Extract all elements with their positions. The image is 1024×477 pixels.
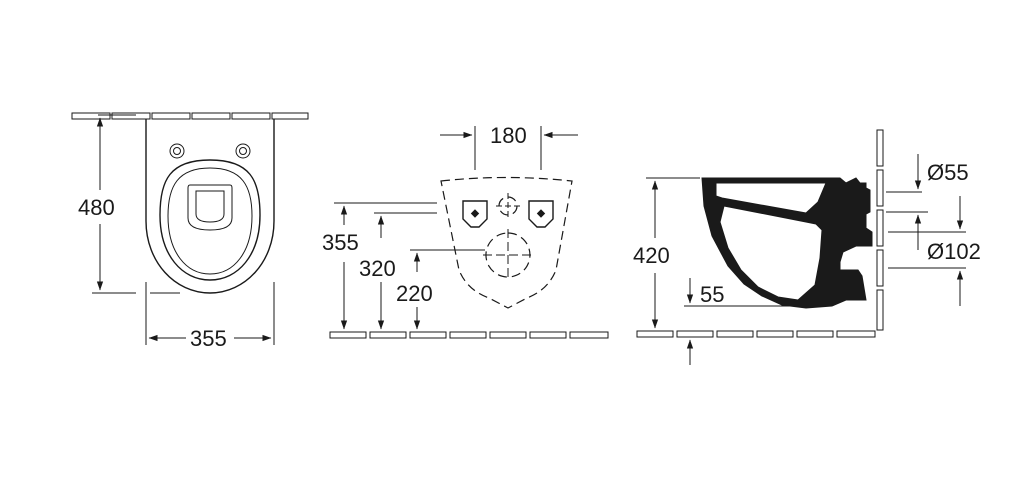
dimension-label-d55: Ø55: [927, 160, 969, 185]
dimension-label-355-width: 355: [190, 326, 227, 351]
dimension-d102: [888, 196, 966, 306]
dimension-220: [410, 249, 485, 330]
fixing-bracket-left: [462, 200, 488, 228]
dimension-320: [374, 212, 437, 330]
top-view: 480 355: [71, 112, 309, 351]
bowl-rim-outer: [159, 159, 261, 281]
mounting-frame-outline: [440, 176, 573, 309]
bowl-rim-inner: [167, 167, 253, 275]
wall-tiles-top: [71, 112, 309, 120]
dimension-label-d102: Ø102: [927, 239, 981, 264]
dimension-180: [440, 126, 578, 170]
dimension-label-480: 480: [78, 195, 115, 220]
fixing-bracket-right: [528, 200, 554, 228]
dimension-55-height: [684, 278, 832, 365]
side-view: 420 55 Ø55 Ø102: [633, 129, 981, 365]
wall-tiles-floor-front: [329, 331, 609, 339]
floor-tiles-side: [636, 330, 876, 338]
dimension-label-180: 180: [490, 123, 527, 148]
outlet-crosshair: [483, 229, 533, 281]
dimension-label-420: 420: [633, 243, 670, 268]
wall-tiles-side: [876, 129, 884, 331]
toilet-body-profile: [701, 177, 873, 309]
inlet-crosshair: [496, 193, 520, 219]
dimension-355-front: [334, 202, 437, 330]
dimension-label-355-height: 355: [322, 230, 359, 255]
dimension-480: [92, 114, 180, 294]
dimension-420: [646, 177, 700, 329]
dimension-label-220: 220: [396, 281, 433, 306]
seat-hinge-holes: [169, 143, 251, 159]
toilet-outline-top: [145, 119, 275, 294]
bowl-well: [187, 184, 233, 231]
dimension-label-55: 55: [700, 282, 724, 307]
dimension-d55: [886, 154, 928, 250]
front-view: 180 355 320 220: [322, 123, 609, 339]
dimension-label-320: 320: [359, 256, 396, 281]
dimension-355-top: [145, 282, 275, 345]
